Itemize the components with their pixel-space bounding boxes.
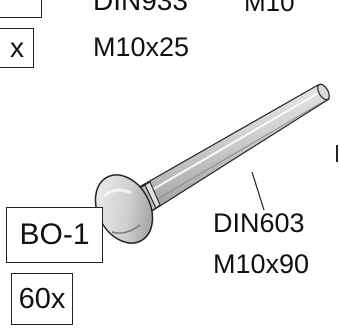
din933-partial-label: DIN933	[93, 0, 188, 16]
part-code-box: BO-1	[6, 207, 103, 263]
left-quantity-box: x	[0, 28, 34, 68]
quantity-text: 60x	[18, 282, 66, 315]
left-quantity-text: x	[10, 32, 24, 63]
top-left-cropped-box	[0, 0, 42, 18]
quantity-box: 60x	[11, 273, 73, 325]
din603-label: DIN603	[213, 208, 305, 238]
m10-partial-label: M10	[244, 0, 295, 17]
m10x90-label: M10x90	[213, 249, 310, 279]
part-code-text: BO-1	[19, 218, 90, 251]
bolt-shaft	[140, 83, 330, 212]
m10x25-label: M10x25	[93, 32, 190, 62]
din603-leader-line	[251, 171, 265, 211]
